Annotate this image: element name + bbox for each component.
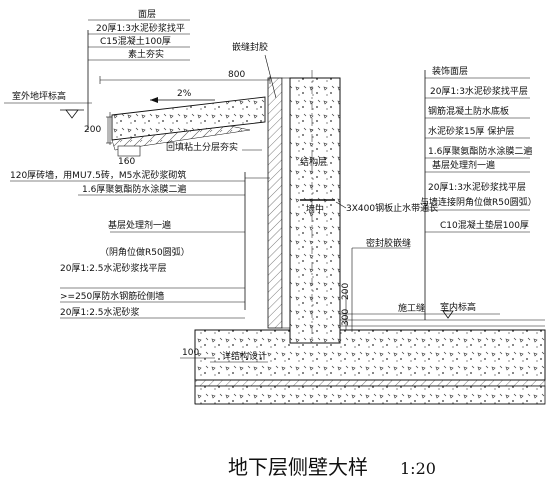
- seal-text: 嵌缝封胶: [232, 41, 268, 53]
- wall-layer-text: 20厚1:2.5水泥砂浆: [60, 306, 140, 318]
- floor-layer-text: 与墙连接阴角位做R50圆弧）: [420, 196, 537, 208]
- dim-100-text: 100: [182, 348, 199, 358]
- ground-layers-callout: 面层 20厚1:3水泥砂浆找平 C15混凝土100厚 素土夯实: [87, 9, 190, 130]
- title-text: 地下层侧壁大样: [228, 455, 368, 479]
- waterstop-callout: 3X400钢板止水带通长: [335, 201, 438, 214]
- outdoor-level-marker: 室外地坪标高: [4, 90, 92, 119]
- dim-800-text: 800: [228, 70, 245, 80]
- ground-layer-text: C15混凝土100厚: [100, 35, 171, 47]
- dim-200-text: 200: [84, 125, 101, 135]
- slope-indicator: 2%: [150, 89, 215, 103]
- scale-text: 1:20: [400, 459, 436, 478]
- wall-section: 结构层 墙中: [267, 70, 341, 350]
- floor-layer-text: 1.6厚聚氨酯防水涂膜二遍: [428, 145, 532, 157]
- dimension-800: 800: [99, 70, 271, 84]
- wall-layer-text: 120厚砖墙，用MU7.5砖，M5水泥砂浆砌筑: [10, 169, 186, 181]
- wall-layer-text: （阴角位做R50圆弧）: [100, 246, 190, 258]
- apron-slab: 200 160: [84, 96, 266, 167]
- slope-text: 2%: [177, 89, 192, 99]
- ground-layer-text: 素土夯实: [128, 48, 164, 60]
- dim-300-text: 300: [341, 309, 351, 326]
- wall-layer-text: 20厚1:2.5水泥砂浆找平层: [60, 262, 167, 274]
- backfill-callout: 回填粘土分层夯实: [166, 141, 262, 153]
- backfill-text: 回填粘土分层夯实: [166, 141, 238, 153]
- floor-layer-text: 20厚1:3水泥砂浆找平层: [430, 85, 528, 97]
- dim-160-text: 160: [118, 157, 135, 167]
- waterstop-text: 3X400钢板止水带通长: [346, 202, 438, 214]
- floor-layer-text: 装饰面层: [432, 65, 468, 77]
- structure-layer-text: 结构层: [300, 156, 327, 168]
- wall-layers-callout: 120厚砖墙，用MU7.5砖，M5水泥砂浆砌筑 1.6厚聚氨酯防水涂膜二遍 基层…: [10, 169, 270, 319]
- floor-layer-text: 20厚1:3水泥砂浆找平层: [428, 181, 526, 193]
- indoor-level-marker: 室内标高: [430, 301, 500, 319]
- floor-layer-text: 基层处理剂一遍: [432, 159, 495, 171]
- ground-layer-text: 20厚1:3水泥砂浆找平: [96, 22, 185, 34]
- sealant-text: 密封胶嵌缝: [366, 237, 411, 249]
- dim-200b-text: 200: [341, 283, 351, 300]
- floor-layers-callout: 装饰面层 20厚1:3水泥砂浆找平层 钢筋混凝土防水底板 水泥砂浆15厚 保护层…: [420, 65, 537, 320]
- floor-slab-section: [194, 319, 546, 405]
- outdoor-level-text: 室外地坪标高: [12, 90, 66, 102]
- centerline-text: 墙中: [306, 203, 324, 215]
- floor-layer-text: 水泥砂浆15厚 保护层: [428, 125, 514, 137]
- floor-layer-text: C10混凝土垫层100厚: [440, 219, 529, 231]
- floor-layer-text: 钢筋混凝土防水底板: [428, 105, 509, 117]
- ground-layer-text: 面层: [138, 9, 156, 20]
- vertical-dims: 200 300: [341, 283, 351, 330]
- wall-layer-text: >=250厚防水钢筋砼侧墙: [60, 290, 164, 302]
- bottom-note-text: 详结构设计: [222, 350, 267, 362]
- sealant-callout: 密封胶嵌缝: [351, 237, 411, 332]
- joint-text: 施工缝: [398, 302, 425, 314]
- joint-callout: 施工缝: [340, 302, 430, 315]
- indoor-level-text: 室内标高: [440, 301, 476, 313]
- wall-layer-text: 基层处理剂一遍: [108, 219, 171, 231]
- dimension-100: 100 详结构设计: [180, 348, 268, 363]
- wall-layer-text: 1.6厚聚氨酯防水涂膜二遍: [82, 183, 186, 195]
- drawing-title: 地下层侧壁大样 1:20: [228, 455, 436, 479]
